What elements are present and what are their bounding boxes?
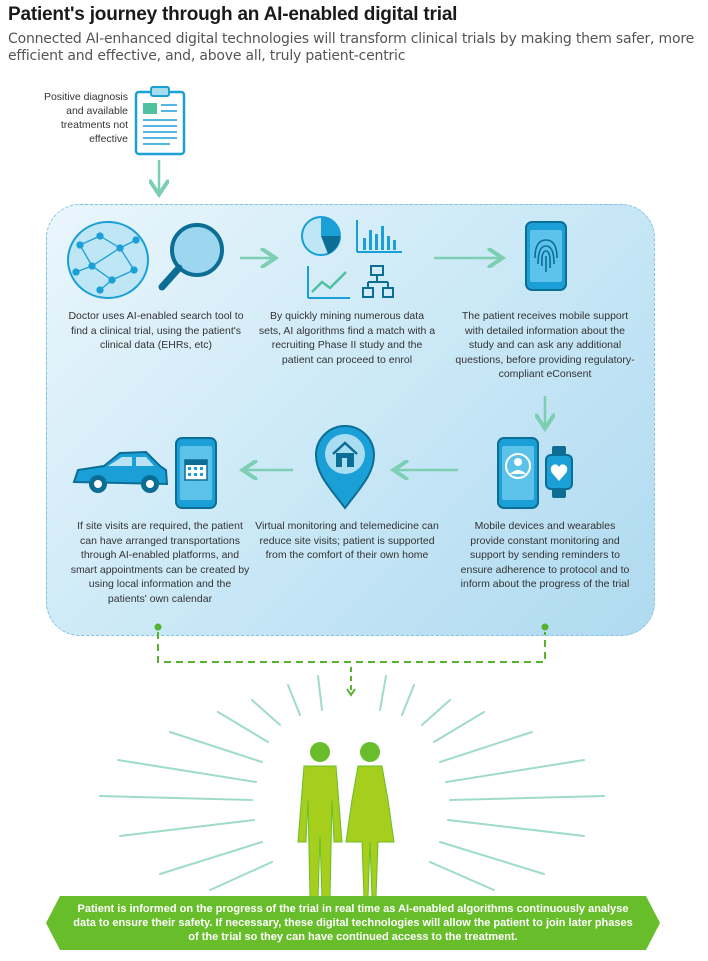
home-location-pin-icon <box>314 425 376 510</box>
start-label: Positive diagnosis and available treatme… <box>43 91 128 145</box>
outcome-text: Patient is informed on the progress of t… <box>73 903 633 943</box>
step-2-text: By quickly mining numerous data sets, AI… <box>258 310 436 366</box>
flow-arrows <box>159 160 545 470</box>
patients-icon <box>297 742 395 899</box>
page-subtitle: Connected AI-enhanced digital technologi… <box>8 31 695 64</box>
phone-smartwatch-icon <box>497 437 573 509</box>
step-5-text: Virtual monitoring and telemedicine can … <box>255 520 439 561</box>
data-charts-icon <box>301 216 402 299</box>
phone-fingerprint-icon <box>525 221 567 291</box>
outcome-banner: Patient is informed on the progress of t… <box>46 896 660 950</box>
car-calendar-icon <box>72 437 217 509</box>
page-title: Patient's journey through an AI-enabled … <box>8 4 458 25</box>
step-4-text: Mobile devices and wearables provide con… <box>460 520 630 590</box>
step-6-text: If site visits are required, the patient… <box>70 520 250 605</box>
clipboard-icon <box>134 86 186 156</box>
radiating-lines <box>99 675 605 891</box>
step-1-text: Doctor uses AI-enabled search tool to fi… <box>68 310 244 351</box>
outcome-connector <box>154 623 549 697</box>
step-3-text: The patient receives mobile support with… <box>455 310 635 380</box>
brain-magnifier-icon <box>67 221 224 299</box>
